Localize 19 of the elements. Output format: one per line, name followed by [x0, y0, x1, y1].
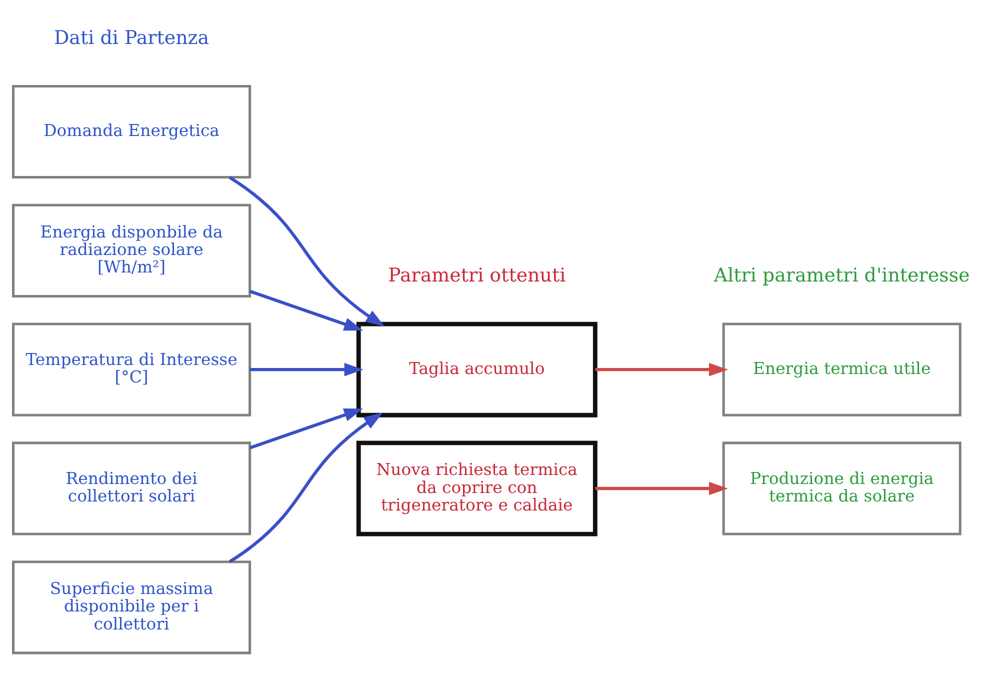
node-box: Superficie massima disponibile per i collettori — [12, 560, 252, 654]
label: Dati di Partenza — [54, 26, 210, 48]
node-box: Energia disponbile da radiazione solare [Wh/m²] — [12, 203, 252, 297]
node-box: Taglia accumulo — [356, 321, 598, 417]
arrow — [250, 362, 364, 376]
node-box: Domanda Energetica — [12, 84, 252, 178]
arrow — [228, 412, 383, 563]
arrow — [595, 362, 728, 376]
arrow — [228, 176, 385, 326]
node-box: Nuova richiesta termica da coprire con trigeneratore e caldaie — [356, 440, 598, 536]
node-box: Temperatura di Interesse [°C] — [12, 322, 252, 416]
arrow — [249, 289, 364, 330]
node-box: Energia termica utile — [722, 322, 962, 416]
label: Altri parametri d'interesse — [714, 264, 970, 286]
label: Parametri ottenuti — [388, 264, 566, 286]
arrow — [249, 408, 364, 449]
arrow — [595, 481, 728, 495]
node-box: Produzione di energia termica da solare — [722, 441, 962, 535]
node-box: Rendimento dei collettori solari — [12, 441, 252, 535]
